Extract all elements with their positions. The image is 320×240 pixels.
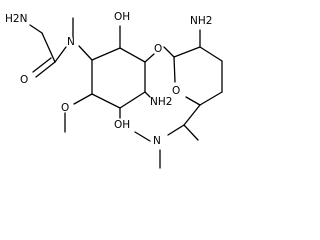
bond-sugar-c4-c5 <box>199 91 223 106</box>
atom-label-ring-oh-top: OH <box>114 11 130 23</box>
bond-h2n-ch2 <box>29 24 43 34</box>
bond-ring-nh2 <box>144 91 151 98</box>
atom-label-sugar-nh2: NH2 <box>190 15 212 27</box>
bond-glycosidic-o-anomeric <box>163 46 175 58</box>
bond-sugar-o-c1 <box>173 56 176 83</box>
atom-labels: H2N O N OH O NH2 OH O NH2 O N <box>5 11 212 147</box>
bond-ring-c4-c5 <box>119 91 146 109</box>
bond-sugar-c2-c3 <box>199 46 223 62</box>
atom-label-dimethylamino-n: N <box>153 135 161 147</box>
bond-n-ring <box>78 45 93 61</box>
bond-sugar-sidechain <box>183 104 201 126</box>
bond-sidechain-n <box>167 124 185 136</box>
atom-label-sugar-ring-o: O <box>172 85 180 97</box>
bond-ring-methoxy-o <box>73 93 93 105</box>
bond-ring-c5-c6 <box>91 93 121 109</box>
bond-carbonyl-o-2 <box>32 57 52 73</box>
bond-carbonyl-o-1 <box>35 61 56 78</box>
bond-ring-c2-c3 <box>119 47 146 63</box>
bond-carbonyl-n <box>54 46 67 63</box>
bond-sugar-c5-o <box>185 96 201 106</box>
molecule-diagram: H2N O N OH O NH2 OH O NH2 O N <box>0 0 253 184</box>
atom-label-glycosidic-o: O <box>154 43 162 55</box>
bond-sidechain-methyl <box>183 124 199 141</box>
atom-label-amide-n: N <box>67 36 75 48</box>
bond-nme2-methyl-1 <box>134 131 151 142</box>
bond-ch2-carbonyl <box>41 32 56 63</box>
bond-sugar-c1-c2 <box>173 46 201 58</box>
atom-label-ring-nh2: NH2 <box>150 96 172 108</box>
atom-label-ring-oh-bottom: OH <box>114 119 130 131</box>
bond-lines <box>29 17 223 169</box>
atom-label-ring-methoxy-o: O <box>61 102 69 114</box>
atom-label-h2n-glycine: H2N <box>5 13 27 25</box>
bond-ring-glycosidic-o <box>144 53 155 63</box>
background <box>0 0 253 184</box>
bond-ring-c1-c2 <box>91 47 121 61</box>
atom-label-carbonyl-o: O <box>20 74 28 86</box>
